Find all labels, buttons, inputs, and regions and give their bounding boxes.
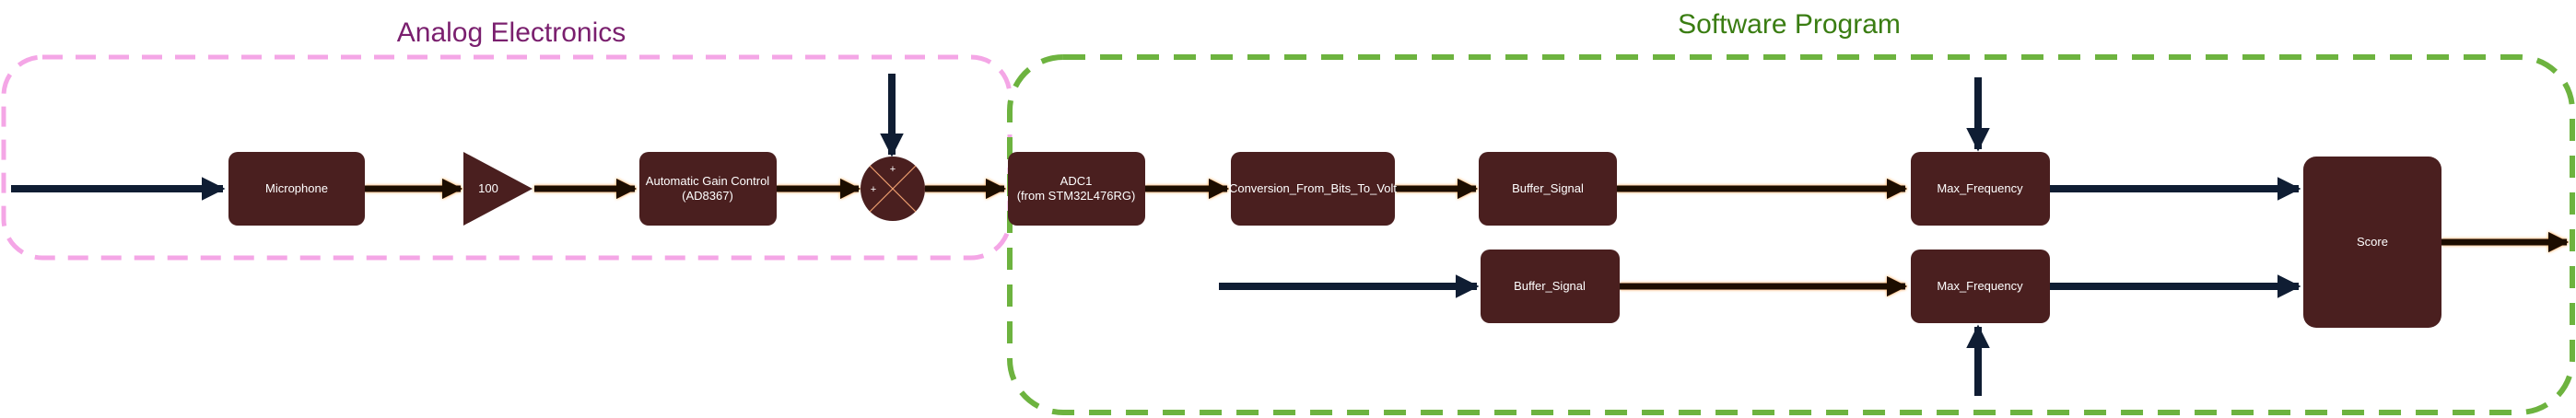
maxfreq-bottom-label: Max_Frequency: [1937, 279, 2023, 293]
gain-label: 100: [478, 181, 498, 195]
max-frequency-top-block: Max_Frequency: [1911, 152, 2050, 226]
conversion-block: Conversion_From_Bits_To_Volt: [1229, 152, 1397, 226]
gain-amplifier-block: 100: [463, 152, 533, 226]
agc-label-line2: (AD8367): [682, 189, 733, 203]
summing-junction: + +: [861, 157, 925, 221]
maxfreq-top-label: Max_Frequency: [1937, 181, 2023, 195]
adc-block: ADC1 (from STM32L476RG): [1008, 152, 1145, 226]
agc-block: Automatic Gain Control (AD8367): [639, 152, 777, 226]
microphone-label: Microphone: [265, 181, 328, 195]
adc-label-line1: ADC1: [1060, 174, 1093, 188]
software-program-group: [1007, 54, 2575, 415]
adc-label-line2: (from STM32L476RG): [1017, 189, 1136, 203]
microphone-block: Microphone: [228, 152, 365, 226]
analog-electronics-title: Analog Electronics: [397, 17, 626, 48]
summer-plus-top: +: [890, 164, 896, 175]
score-block: Score: [2303, 157, 2441, 328]
analog-electronics-group: [1, 54, 1013, 261]
buffer-bottom-label: Buffer_Signal: [1514, 279, 1586, 293]
buffer-signal-top-block: Buffer_Signal: [1479, 152, 1617, 226]
buffer-top-label: Buffer_Signal: [1512, 181, 1584, 195]
score-label: Score: [2357, 235, 2388, 249]
agc-label-line1: Automatic Gain Control: [646, 174, 770, 188]
conversion-label: Conversion_From_Bits_To_Volt: [1229, 181, 1397, 195]
software-program-title: Software Program: [1678, 9, 1901, 40]
summer-plus-left: +: [871, 184, 876, 195]
max-frequency-bottom-block: Max_Frequency: [1911, 250, 2050, 323]
buffer-signal-bottom-block: Buffer_Signal: [1481, 250, 1620, 323]
